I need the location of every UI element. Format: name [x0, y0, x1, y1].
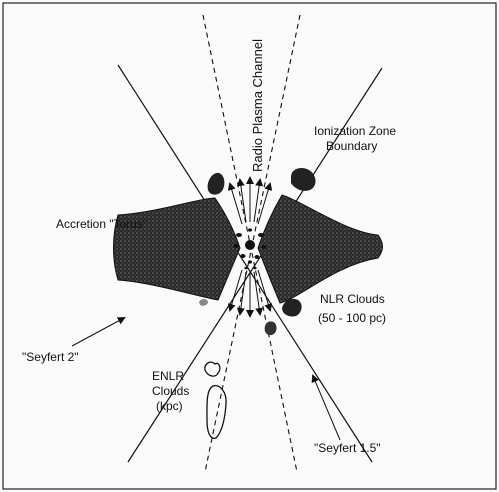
enlr-clouds-label: Clouds [152, 384, 189, 398]
cloud-upper-right [291, 168, 316, 191]
seyfert15-view-arrow [311, 374, 341, 441]
cloud-upper-left [207, 172, 225, 195]
enlr-cloud-large [206, 385, 227, 439]
radio-plasma-channel-label: Radio Plasma Channel [250, 39, 265, 172]
radio-channel-dashed-line-left [202, 14, 298, 473]
seyfert2-view-arrow [71, 317, 126, 347]
ionization-zone-label-line2: Boundary [326, 139, 377, 153]
nlr-clouds-label: NLR Clouds [320, 292, 385, 306]
radio-jet-arrows-up [227, 176, 273, 225]
broad-line-clouds [233, 228, 267, 270]
accretion-torus-label: Accretion "Torus" [56, 217, 147, 231]
ionization-boundary-line-right [127, 67, 383, 463]
seyfert15-label: "Seyfert 1.5" [314, 441, 381, 455]
nlr-cloud-right [282, 298, 302, 317]
torus-left-lobe [113, 197, 241, 301]
nlr-clouds-size-label: (50 - 100 pc) [318, 311, 386, 325]
enlr-label: ENLR [152, 369, 184, 383]
ionization-boundary-line-left [117, 64, 373, 463]
central-engine [245, 240, 255, 250]
seyfert2-label: "Seyfert 2" [22, 350, 79, 364]
cloud-lower-center [264, 321, 277, 336]
torus-right-lobe [257, 194, 383, 304]
enlr-kpc-label: (kpc) [156, 399, 183, 413]
radio-jet-arrows-down [227, 269, 273, 318]
enlr-cloud-small [204, 361, 221, 377]
radio-channel-dashed-line-right [204, 14, 301, 473]
ionization-zone-label: Ionization Zone [314, 124, 396, 138]
cloud-small-left [199, 299, 208, 306]
